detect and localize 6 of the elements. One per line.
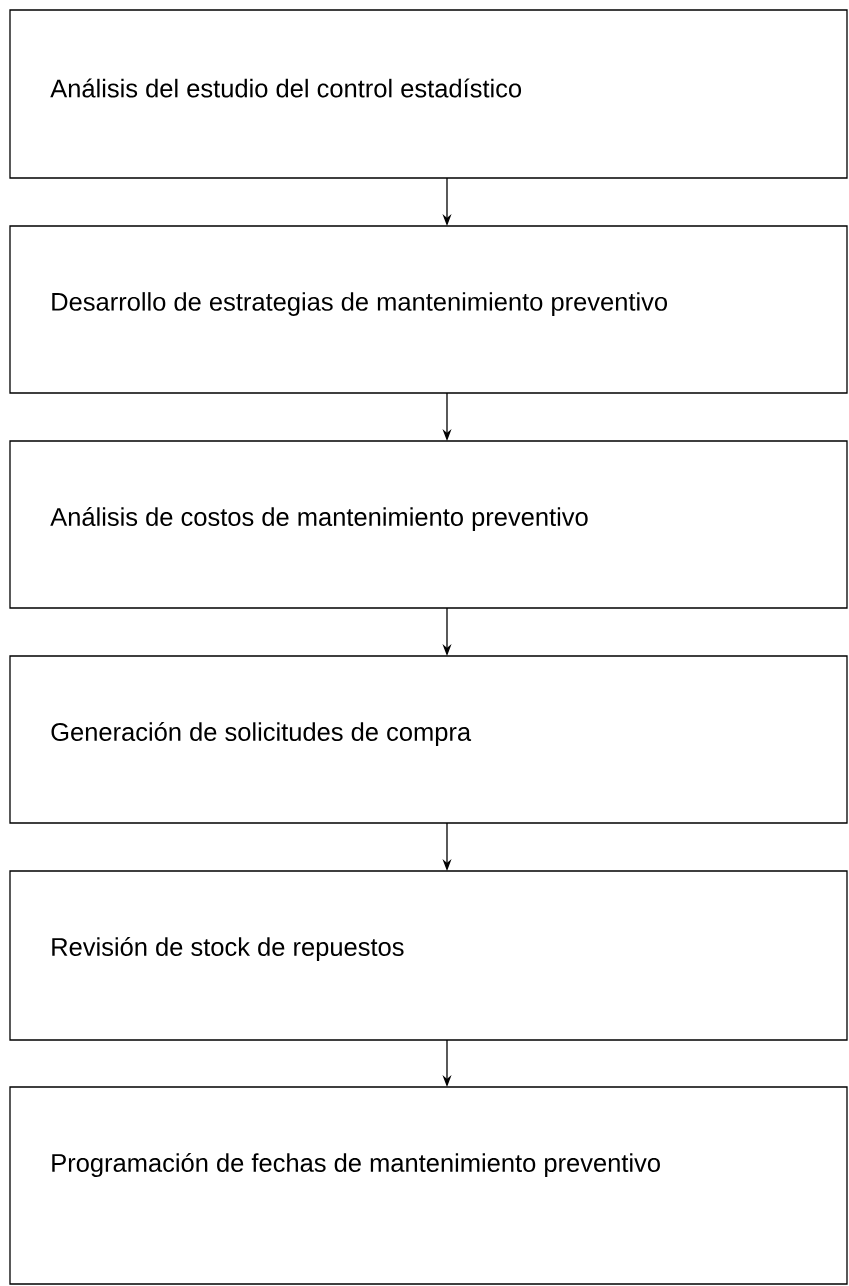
process-box: Generación de solicitudes de compra — [9, 655, 848, 824]
process-box: Análisis de costos de mantenimiento preventivo — [9, 440, 848, 609]
process-box: Revisión de stock de repuestos — [9, 870, 848, 1041]
process-box: Programación de fechas de mantenimiento preventivo — [9, 1086, 848, 1285]
process-box: Desarrollo de estrategias de mantenimiento preventivo — [9, 225, 848, 394]
process-box: Análisis del estudio del control estadístico — [9, 9, 848, 179]
